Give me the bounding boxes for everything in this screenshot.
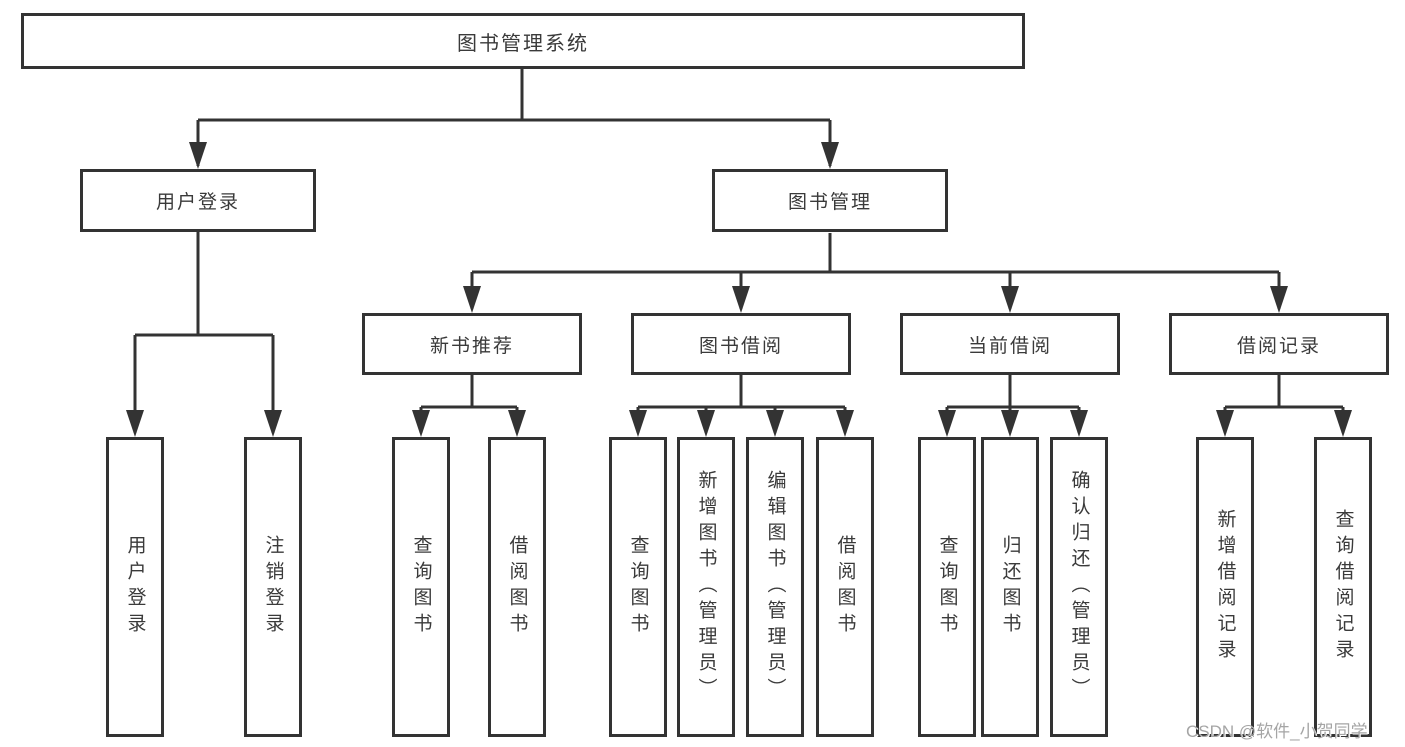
arrowhead-icon bbox=[1334, 410, 1352, 437]
leaf-borrow-books-recommend: 借阅图书 bbox=[488, 437, 546, 737]
node-label: 新书推荐 bbox=[429, 335, 514, 357]
arrowhead-icon bbox=[126, 410, 144, 437]
node-label: 当前借阅 bbox=[967, 335, 1052, 357]
arrowhead-icon bbox=[412, 410, 430, 437]
leaf-confirm-return-admin: 确认归还（管理员） bbox=[1050, 437, 1108, 737]
leaf-logout: 注销登录 bbox=[244, 437, 302, 737]
arrowhead-icon bbox=[766, 410, 784, 437]
node-label: 查询图书 bbox=[627, 535, 649, 639]
node-book-management: 图书管理 bbox=[712, 169, 948, 232]
leaf-query-books-current: 查询图书 bbox=[918, 437, 976, 737]
arrowhead-icon bbox=[1216, 410, 1234, 437]
node-label: 查询借阅记录 bbox=[1332, 509, 1354, 665]
node-label: 借阅图书 bbox=[506, 535, 528, 639]
leaf-edit-book-admin: 编辑图书（管理员） bbox=[746, 437, 804, 737]
node-label: 用户登录 bbox=[155, 192, 240, 213]
node-label: 查询图书 bbox=[936, 535, 958, 639]
node-borrowing-records: 借阅记录 bbox=[1169, 313, 1389, 375]
arrowhead-icon bbox=[697, 410, 715, 437]
arrowhead-icon bbox=[1001, 410, 1019, 437]
node-label: 注销登录 bbox=[262, 535, 284, 639]
arrowhead-icon bbox=[463, 286, 481, 313]
node-label: 用户登录 bbox=[124, 535, 146, 639]
node-new-book-recommendation: 新书推荐 bbox=[362, 313, 582, 375]
arrowhead-icon bbox=[189, 142, 207, 169]
arrowhead-icon bbox=[821, 142, 839, 169]
node-book-borrowing: 图书借阅 bbox=[631, 313, 851, 375]
node-label: 新增图书（管理员） bbox=[695, 470, 717, 704]
leaf-add-borrow-record: 新增借阅记录 bbox=[1196, 437, 1254, 737]
arrowhead-icon bbox=[1270, 286, 1288, 313]
arrowhead-icon bbox=[732, 286, 750, 313]
arrowhead-icon bbox=[836, 410, 854, 437]
node-label: 查询图书 bbox=[410, 535, 432, 639]
node-current-borrowing: 当前借阅 bbox=[900, 313, 1120, 375]
node-label: 借阅记录 bbox=[1236, 335, 1321, 357]
leaf-borrow-books-borrowing: 借阅图书 bbox=[816, 437, 874, 737]
connector-path bbox=[133, 69, 1345, 433]
arrowhead-icon bbox=[938, 410, 956, 437]
leaf-add-book-admin: 新增图书（管理员） bbox=[677, 437, 735, 737]
csdn-watermark: CSDN @软件_小贺同学 bbox=[1186, 722, 1368, 741]
arrowhead-icon bbox=[629, 410, 647, 437]
node-label: 归还图书 bbox=[999, 535, 1021, 639]
leaf-user-login: 用户登录 bbox=[106, 437, 164, 737]
node-label: 图书借阅 bbox=[698, 335, 783, 357]
arrowhead-icon bbox=[1001, 286, 1019, 313]
node-user-login: 用户登录 bbox=[80, 169, 316, 232]
leaf-query-books-borrowing: 查询图书 bbox=[609, 437, 667, 737]
node-label: 新增借阅记录 bbox=[1214, 509, 1236, 665]
node-library-management-system: 图书管理系统 bbox=[21, 13, 1025, 69]
leaf-query-borrow-record: 查询借阅记录 bbox=[1314, 437, 1372, 737]
arrowheads bbox=[126, 142, 1352, 437]
arrowhead-icon bbox=[264, 410, 282, 437]
arrowhead-icon bbox=[1070, 410, 1088, 437]
node-label: 图书管理 bbox=[787, 192, 872, 213]
node-label: 图书管理系统 bbox=[457, 32, 589, 55]
node-label: 确认归还（管理员） bbox=[1068, 470, 1090, 704]
leaf-query-books-recommend: 查询图书 bbox=[392, 437, 450, 737]
node-label: 编辑图书（管理员） bbox=[764, 470, 786, 704]
arrowhead-icon bbox=[508, 410, 526, 437]
node-label: 借阅图书 bbox=[834, 535, 856, 639]
leaf-return-books: 归还图书 bbox=[981, 437, 1039, 737]
